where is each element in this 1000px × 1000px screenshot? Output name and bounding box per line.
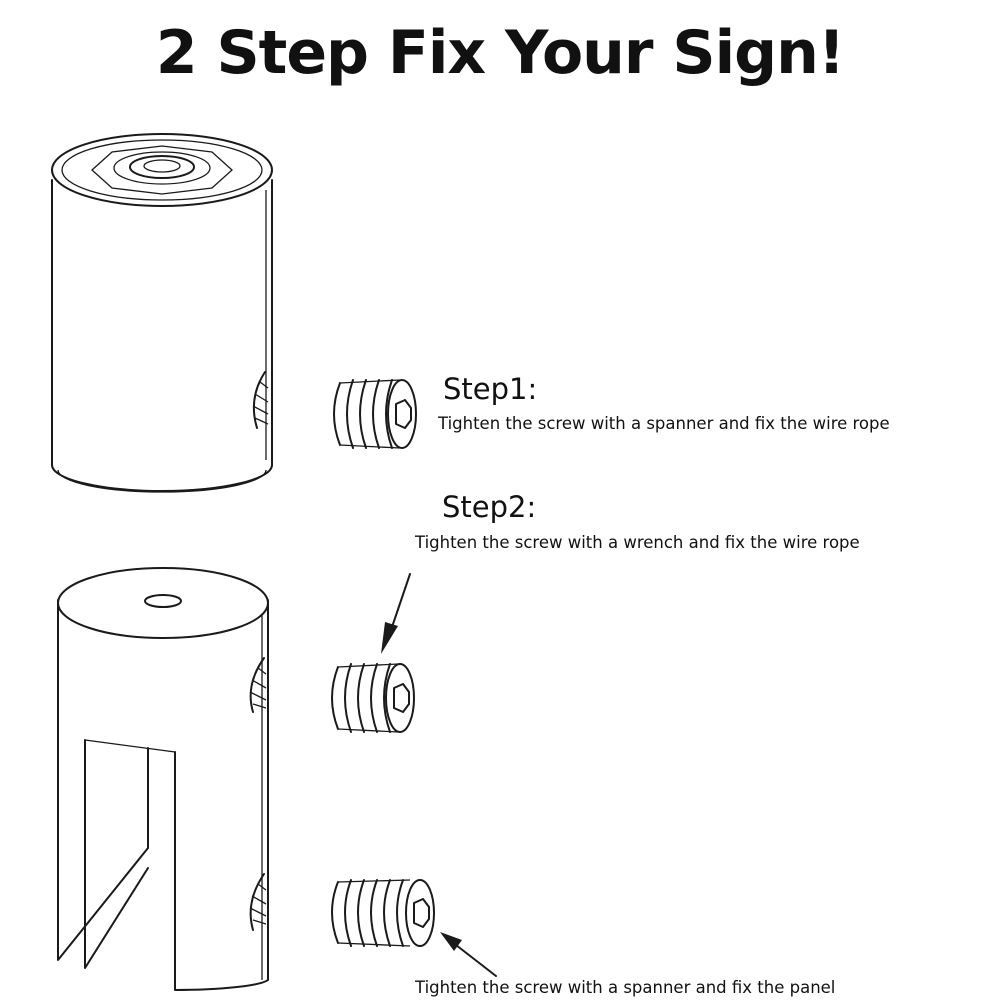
side-screw-hole-top: [252, 371, 269, 429]
step2-heading: Step2:: [442, 490, 537, 524]
bottom-fitting-illustration: [57, 567, 269, 991]
panel-caption: Tighten the screw with a spanner and fix…: [415, 978, 836, 997]
arrow-step2-icon: [381, 573, 411, 654]
side-screw-hole-upper: [249, 657, 267, 713]
top-fitting-illustration: [51, 133, 273, 493]
set-screw-step2: [331, 663, 415, 733]
set-screw-step1: [333, 379, 417, 449]
step1-caption: Tighten the screw with a spanner and fix…: [438, 414, 890, 433]
step2-caption: Tighten the screw with a wrench and fix …: [415, 533, 860, 552]
page-title: 2 Step Fix Your Sign!: [155, 18, 845, 88]
side-screw-hole-lower: [249, 873, 267, 931]
step1-heading: Step1:: [443, 372, 538, 406]
arrow-panel-icon: [440, 932, 497, 977]
set-screw-panel: [331, 879, 435, 947]
